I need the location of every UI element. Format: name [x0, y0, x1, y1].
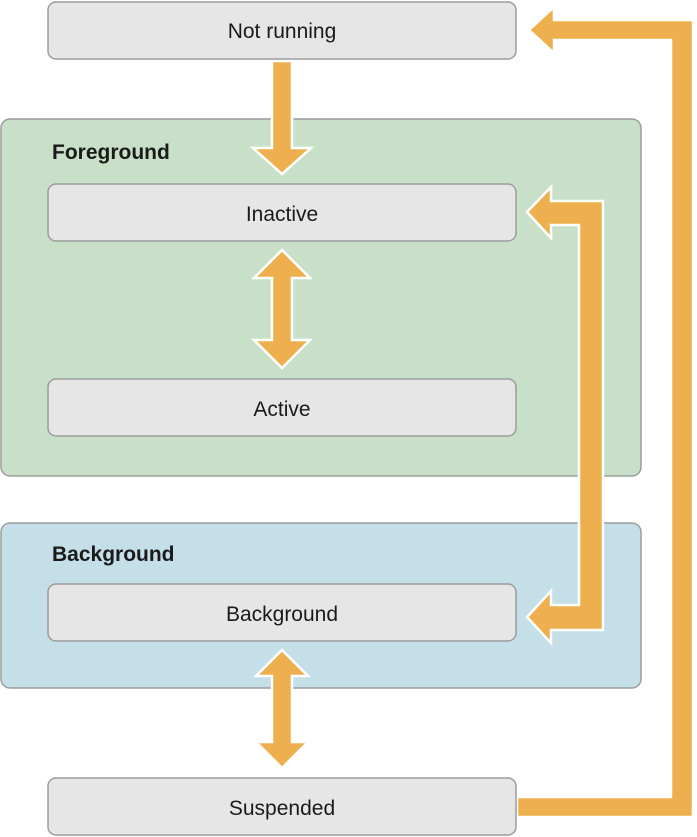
state-active-box: [47, 378, 517, 437]
state-not-running-label: Not running: [228, 20, 337, 43]
state-inactive-label: Inactive: [246, 203, 318, 226]
arrow-inactive-active: [250, 248, 314, 370]
arrow-background-suspended: [252, 648, 312, 770]
state-suspended-box: [47, 777, 517, 836]
state-background-box: [47, 583, 517, 642]
state-background-label: Background: [226, 603, 338, 626]
state-not-running-box: [47, 1, 517, 60]
state-inactive-box: [47, 183, 517, 242]
arrows: [249, 4, 695, 819]
background-region-title: Background: [52, 543, 175, 566]
arrow-suspended-to-not-running: [515, 4, 695, 819]
state-suspended-label: Suspended: [229, 797, 335, 820]
arrow-background-inactive: [525, 183, 605, 647]
state-active-label: Active: [253, 398, 310, 421]
arrow-not-running-to-inactive: [249, 59, 315, 176]
foreground-region-title: Foreground: [52, 141, 170, 164]
